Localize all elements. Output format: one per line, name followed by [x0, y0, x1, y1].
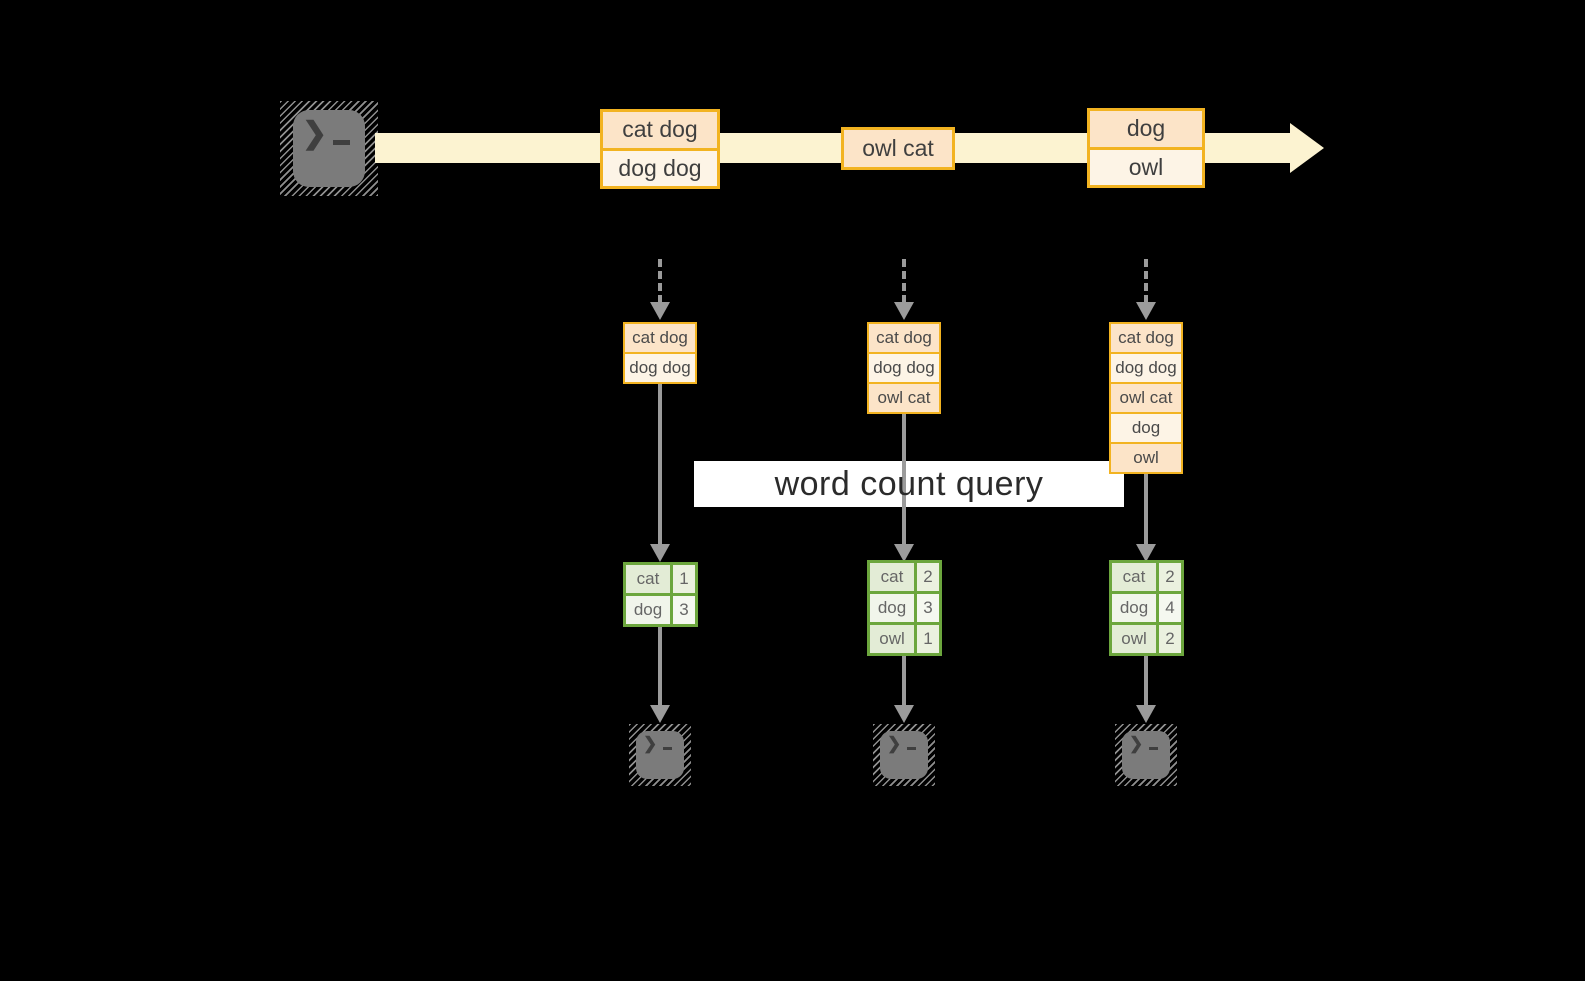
count-table-2: cat 2 dog 3 owl 1: [867, 560, 942, 656]
arrow-line: [1144, 656, 1148, 705]
batch-line: cat dog: [867, 322, 941, 354]
terminal-screen: [636, 731, 684, 779]
batch-line: dog: [1109, 412, 1183, 444]
count-value: 4: [1159, 594, 1181, 622]
count-value: 3: [673, 596, 695, 624]
terminal-prompt-icon: ❯: [887, 735, 917, 752]
batch-line: owl cat: [867, 382, 941, 414]
dashed-arrowhead-icon: [894, 302, 914, 320]
arrowhead-icon: [1136, 544, 1156, 562]
query-label-background: [694, 461, 1124, 507]
count-table-1: cat 1 dog 3: [623, 562, 698, 627]
count-word: cat: [870, 563, 914, 591]
terminal-source-icon: ❯: [280, 101, 378, 196]
dashed-arrow-line: [1144, 259, 1148, 303]
count-value: 1: [917, 625, 939, 653]
count-value: 2: [1159, 563, 1181, 591]
count-value: 2: [917, 563, 939, 591]
batch-stack-1: cat dog dog dog: [623, 322, 697, 384]
terminal-screen: [1122, 731, 1170, 779]
event-line: dog: [1090, 111, 1202, 147]
batch-line: cat dog: [1109, 322, 1183, 354]
stream-event-box-3: dog owl: [1087, 108, 1205, 188]
count-value: 2: [1159, 625, 1181, 653]
terminal-sink-icon-3: ❯: [1115, 724, 1177, 786]
stream-event-box-1: cat dog dog dog: [600, 109, 720, 189]
dashed-arrowhead-icon: [650, 302, 670, 320]
terminal-prompt-icon: ❯: [1129, 735, 1159, 752]
arrowhead-icon: [1136, 705, 1156, 723]
batch-stack-2: cat dog dog dog owl cat: [867, 322, 941, 414]
arrowhead-icon: [650, 705, 670, 723]
terminal-sink-icon-2: ❯: [873, 724, 935, 786]
stream-event-box-2: owl cat: [841, 127, 955, 170]
dashed-arrowhead-icon: [1136, 302, 1156, 320]
count-word: owl: [870, 625, 914, 653]
count-word: cat: [1112, 563, 1156, 591]
event-line: dog dog: [603, 150, 717, 186]
arrow-line: [658, 627, 662, 705]
count-word: dog: [626, 596, 670, 624]
event-line: owl: [1090, 149, 1202, 185]
arrowhead-icon: [894, 705, 914, 723]
arrowhead-icon: [894, 544, 914, 562]
terminal-screen: [293, 110, 365, 187]
batch-line: owl cat: [1109, 382, 1183, 414]
batch-line: owl: [1109, 442, 1183, 474]
arrow-line: [902, 414, 906, 544]
event-line: owl cat: [844, 130, 952, 167]
stream-arrowhead-icon: [1290, 123, 1324, 173]
count-word: owl: [1112, 625, 1156, 653]
batch-line: dog dog: [623, 352, 697, 384]
dashed-arrow-line: [902, 259, 906, 303]
batch-stack-3: cat dog dog dog owl cat dog owl: [1109, 322, 1183, 474]
count-word: dog: [870, 594, 914, 622]
event-line: cat dog: [603, 112, 717, 148]
count-word: dog: [1112, 594, 1156, 622]
count-table-3: cat 2 dog 4 owl 2: [1109, 560, 1184, 656]
query-label: word count query: [774, 464, 1044, 503]
arrow-line: [658, 384, 662, 544]
count-word: cat: [626, 565, 670, 593]
count-value: 1: [673, 565, 695, 593]
count-value: 3: [917, 594, 939, 622]
arrowhead-icon: [650, 544, 670, 562]
terminal-prompt-icon: ❯: [643, 735, 673, 752]
batch-line: cat dog: [623, 322, 697, 354]
batch-line: dog dog: [1109, 352, 1183, 384]
terminal-sink-icon-1: ❯: [629, 724, 691, 786]
batch-line: dog dog: [867, 352, 941, 384]
arrow-line: [1144, 474, 1148, 544]
arrow-line: [902, 656, 906, 705]
dashed-arrow-line: [658, 259, 662, 303]
terminal-screen: [880, 731, 928, 779]
terminal-prompt-icon: ❯: [302, 119, 351, 149]
